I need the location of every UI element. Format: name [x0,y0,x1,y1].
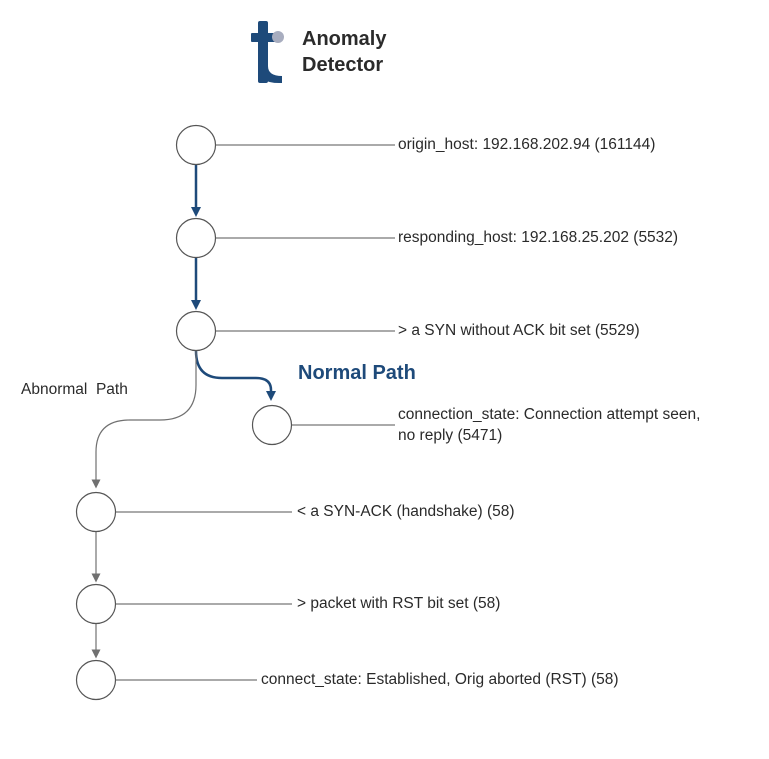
node-label-responding-host: responding_host: 192.168.25.202 (5532) [398,229,679,246]
logo-title-line2: Detector [302,54,384,76]
node-label-connection-attempt-line1: connection_state: Connection attempt see… [398,406,701,423]
node-origin-host [175,124,217,166]
normal-arrow-3 [194,350,276,401]
node-rst-packet [75,583,117,625]
normal-path-label: Normal Path [298,362,416,384]
node-established-aborted [75,659,117,701]
node-syn-without-ack [175,310,217,352]
node-label-established-aborted: connect_state: Established, Orig aborted… [261,671,619,688]
node-syn-ack [75,491,117,533]
node-label-connection-attempt-line2: no reply (5471) [398,427,503,444]
abnormal-path-label: Abnormal Path [21,381,128,398]
node-responding-host [175,217,217,259]
node-label-rst-packet: > packet with RST bit set (58) [297,595,501,612]
abnormal-arrow-1 [91,351,197,489]
logo-title-line1: Anomaly [302,28,387,50]
node-label-syn-without-ack: > a SYN without ACK bit set (5529) [398,322,640,339]
node-label-syn-ack: < a SYN-ACK (handshake) (58) [297,503,515,520]
node-connection-attempt [251,404,293,446]
t-logo-icon [251,21,284,84]
node-label-origin-host: origin_host: 192.168.202.94 (161144) [398,136,656,153]
